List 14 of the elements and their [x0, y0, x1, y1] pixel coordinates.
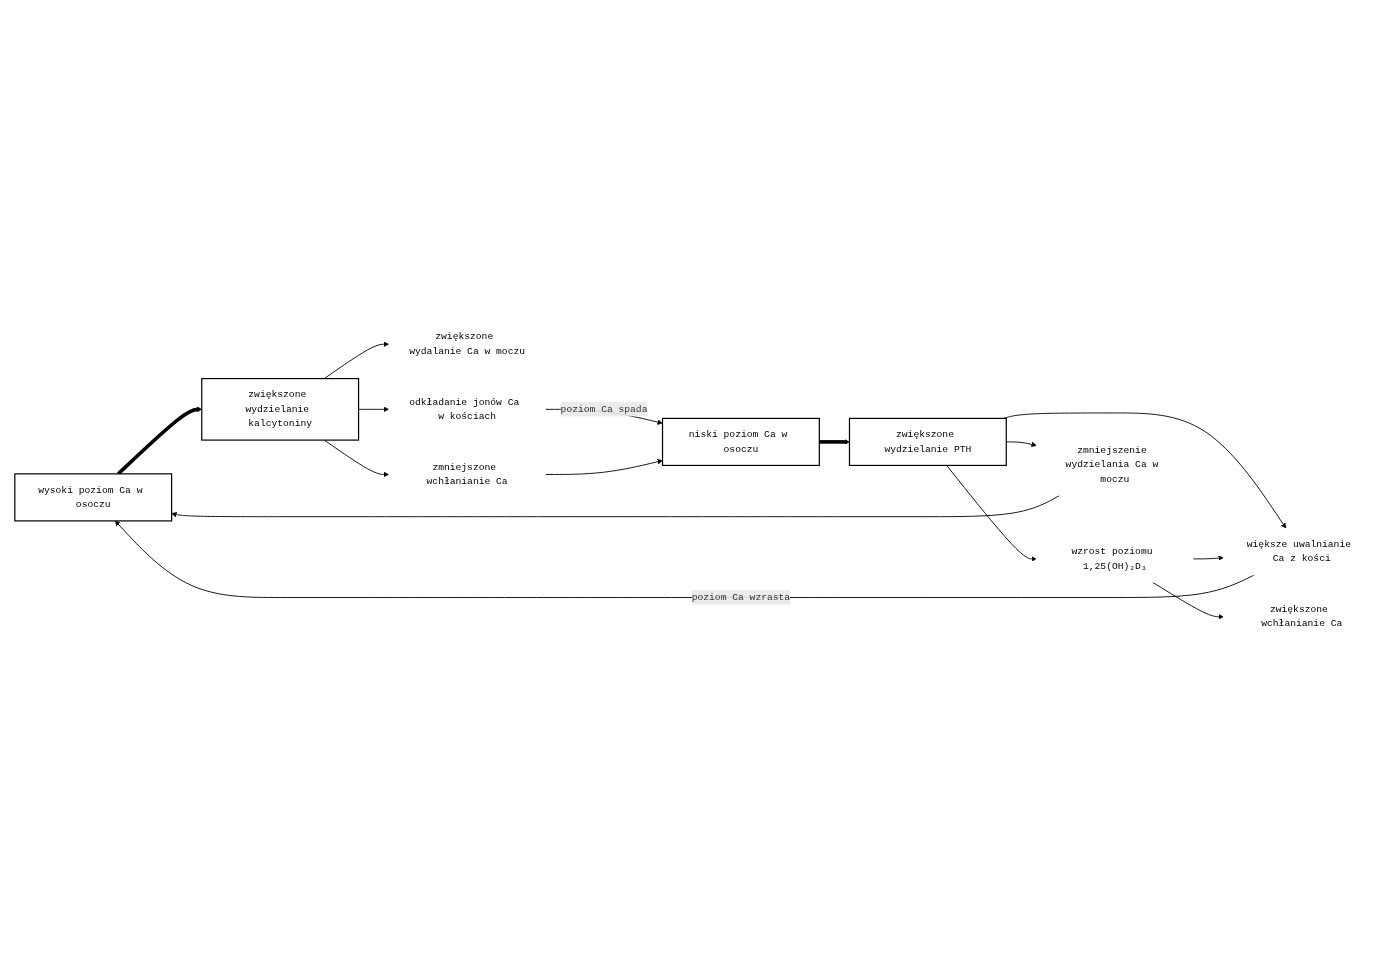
node-text: zwiększone wydalanie Ca w moczu	[409, 331, 526, 357]
node-text: wzrost poziomu 1,25(OH)₂D₃	[1071, 546, 1153, 572]
node-text: większe uwalnianie Ca z kości	[1246, 539, 1351, 565]
arrow	[819, 439, 850, 445]
node-text: zwiększone wchłanianie Ca	[1261, 604, 1343, 630]
node-text: zmniejszenie wydzielania Ca w moczu	[1065, 444, 1159, 485]
edge-label: poziom Ca wzrasta	[691, 592, 791, 603]
edge-label: poziom Ca spada	[560, 403, 648, 415]
node-text: zmniejszone wchłanianie Ca	[426, 461, 508, 488]
node-box: zwiększone wydzielanie PTH	[848, 417, 1007, 467]
node-box: wysoki poziom Ca w osoczu	[14, 473, 173, 522]
node-box: zwiększone wydzielanie kalcytoniny	[201, 377, 360, 441]
node-text: odkładanie jonów Ca w kościach	[409, 396, 520, 422]
node-box: niski poziom Ca w osoczu	[661, 417, 820, 467]
